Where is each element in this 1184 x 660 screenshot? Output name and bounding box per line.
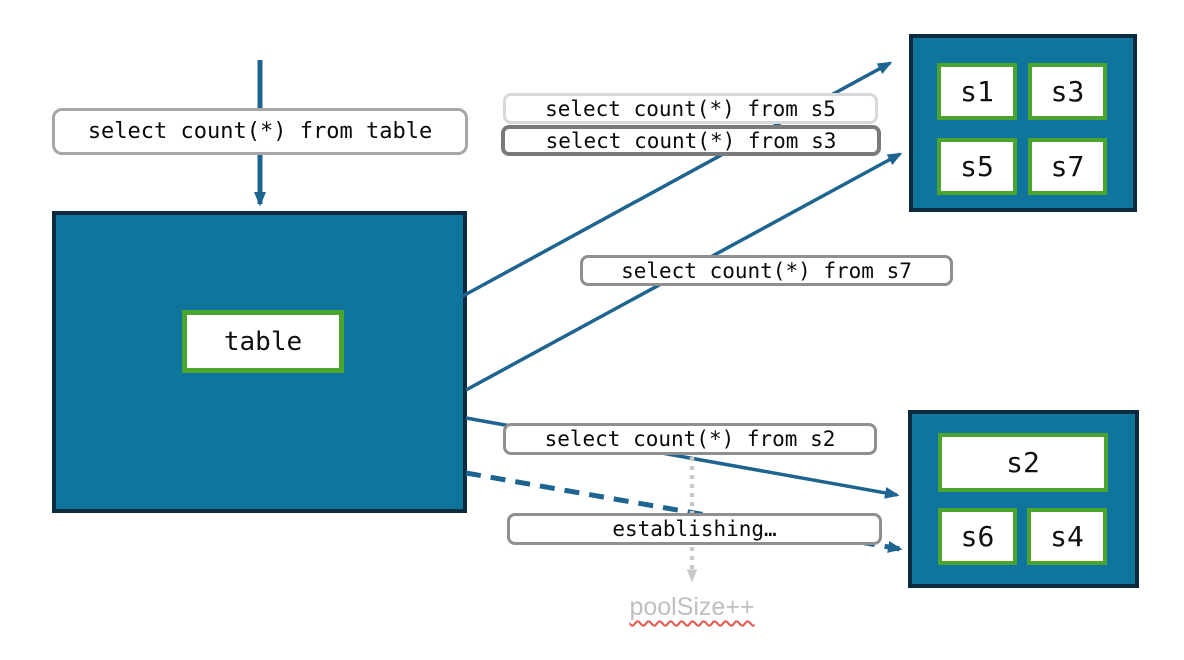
shard-s3: s3 [1028,63,1107,120]
shard-s3-label: s3 [1050,75,1085,108]
establishing-label-text: establishing… [612,517,777,541]
shard-s6: s6 [938,508,1017,565]
shard-s5: s5 [937,138,1017,195]
shard-s6-label: s6 [960,520,995,553]
table-node-label-box: table [182,310,344,373]
query-label-table-text: select count(*) from table [87,119,433,144]
query-label-s2-text: select count(*) from s2 [544,427,836,451]
establishing-label: establishing… [507,513,882,545]
shard-group-bottom: s2 s6 s4 [908,410,1139,588]
table-node: table [52,211,467,513]
query-label-table: select count(*) from table [52,108,468,155]
shard-s7: s7 [1028,138,1107,195]
shard-s7-label: s7 [1050,150,1085,183]
pool-size-label: poolSize++ [572,593,812,622]
shard-s1: s1 [937,63,1017,120]
query-label-s5-text: select count(*) from s5 [545,96,836,121]
query-label-s7-text: select count(*) from s7 [621,258,912,283]
query-label-s7: select count(*) from s7 [580,255,953,286]
shard-s4: s4 [1027,508,1107,565]
table-node-label: table [223,326,303,357]
pool-size-text: poolSize++ [629,593,755,621]
shard-s2-label: s2 [1006,446,1040,479]
shard-group-top: s1 s3 s5 s7 [909,34,1137,212]
query-label-s5: select count(*) from s5 [503,93,878,124]
query-label-s2: select count(*) from s2 [503,423,877,455]
query-label-s3-text: select count(*) from s3 [545,128,837,153]
shard-s4-label: s4 [1050,520,1084,553]
query-label-s3: select count(*) from s3 [501,125,881,156]
shard-s1-label: s1 [960,75,994,108]
shard-s2: s2 [938,433,1108,492]
shard-s5-label: s5 [960,150,994,183]
